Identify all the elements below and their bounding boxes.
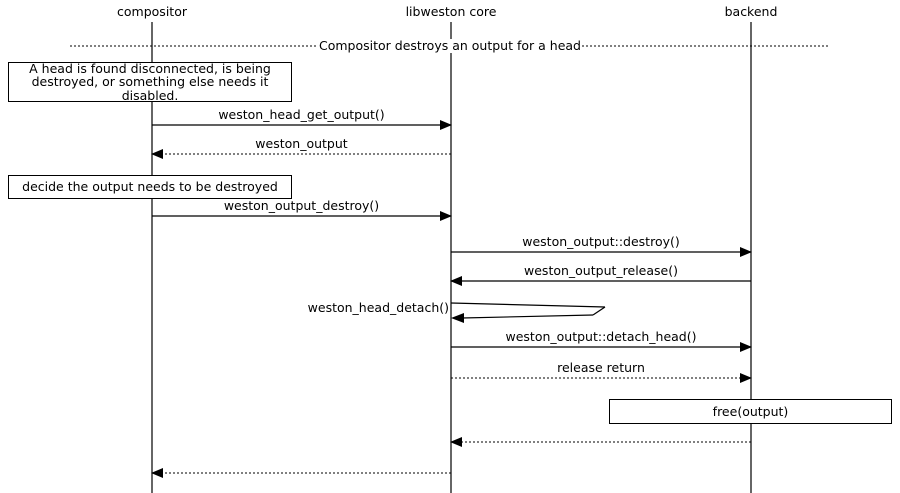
msg-weston-output-detach-head-label: weston_output::detach_head() bbox=[505, 329, 697, 344]
note-free-output-text: free(output) bbox=[712, 403, 789, 419]
divider-label-compositor-destroys: Compositor destroys an output for a head bbox=[318, 38, 582, 53]
msg-weston-head-detach-arrow bbox=[450, 302, 606, 323]
note-free-output: free(output) bbox=[609, 399, 892, 424]
lifeline-label-backend: backend bbox=[724, 4, 778, 19]
msg-release-return-label: release return bbox=[557, 360, 645, 375]
note-head-disconnected: A head is found disconnected, is being d… bbox=[8, 62, 292, 102]
msg-weston-output-release-label: weston_output_release() bbox=[524, 263, 678, 278]
note-decide-destroy: decide the output needs to be destroyed bbox=[8, 175, 292, 199]
msg-weston-output-destroy-vfunc-label: weston_output::destroy() bbox=[522, 234, 680, 249]
note-head-disconnected-text: A head is found disconnected, is being d… bbox=[29, 60, 271, 103]
note-decide-destroy-text: decide the output needs to be destroyed bbox=[22, 179, 278, 195]
msg-weston-head-detach-label: weston_head_detach() bbox=[307, 300, 449, 315]
lifeline-label-libweston-core: libweston core bbox=[405, 4, 497, 19]
message-lines bbox=[151, 120, 752, 478]
msg-weston-head-get-output-label: weston_head_get_output() bbox=[218, 107, 385, 122]
msg-weston-output-destroy-label: weston_output_destroy() bbox=[223, 198, 380, 213]
lifeline-label-compositor: compositor bbox=[117, 4, 187, 19]
msg-weston-output-return-label: weston_output bbox=[255, 136, 348, 151]
